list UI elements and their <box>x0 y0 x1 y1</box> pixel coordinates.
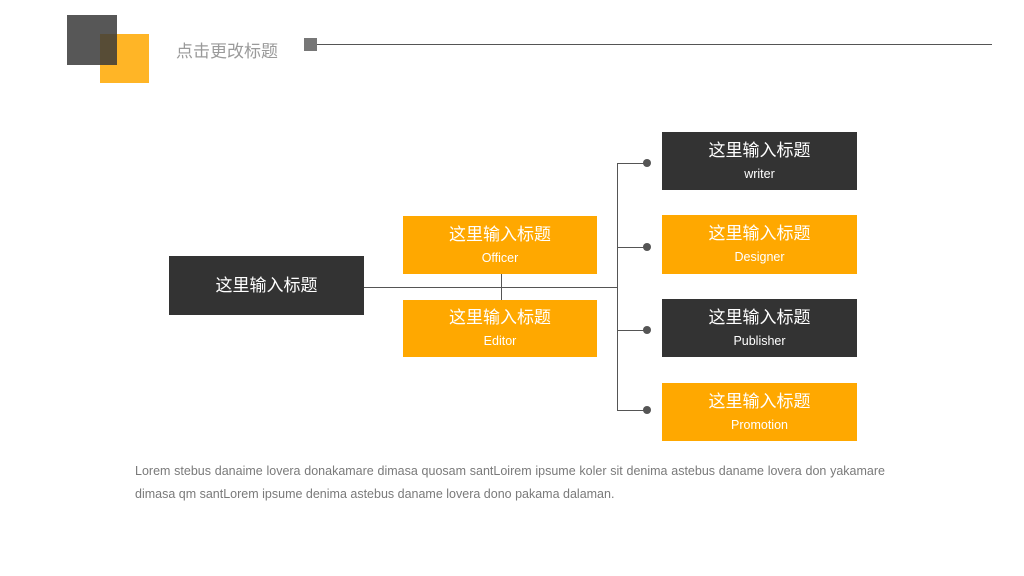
right-node-writer-title: 这里输入标题 <box>708 140 811 160</box>
middle-node-officer[interactable]: 这里输入标题 Officer <box>403 216 597 274</box>
right-node-promotion-subtitle: Promotion <box>731 417 788 432</box>
right-node-publisher-title: 这里输入标题 <box>708 307 811 327</box>
description-text: Lorem stebus danaime lovera donakamare d… <box>135 464 885 501</box>
logo-dark-square <box>67 15 117 65</box>
connector-dot-publisher <box>643 326 651 334</box>
right-node-designer-subtitle: Designer <box>734 250 785 264</box>
middle-node-officer-title: 这里输入标题 <box>449 224 551 244</box>
connector-dot-promotion <box>643 406 651 414</box>
title-divider-line <box>317 44 992 45</box>
right-node-writer[interactable]: 这里输入标题 writer <box>662 132 857 190</box>
right-node-promotion[interactable]: 这里输入标题 Promotion <box>662 383 857 441</box>
connector-root-horizontal <box>364 287 618 288</box>
middle-node-officer-subtitle: Officer <box>481 250 519 265</box>
root-node-title: 这里输入标题 <box>215 275 318 295</box>
middle-node-editor-subtitle: Editor <box>483 334 517 348</box>
connector-branch-designer <box>617 247 647 248</box>
root-node[interactable]: 这里输入标题 <box>169 256 364 315</box>
right-node-promotion-title: 这里输入标题 <box>708 391 811 411</box>
right-node-publisher-subtitle: Publisher <box>733 333 786 348</box>
connector-dot-writer <box>643 159 651 167</box>
connector-dot-designer <box>643 243 651 251</box>
right-node-designer[interactable]: 这里输入标题 Designer <box>662 215 857 274</box>
connector-branch-writer <box>617 163 647 164</box>
connector-middle-vertical <box>501 274 502 300</box>
right-node-writer-subtitle: writer <box>744 166 775 181</box>
connector-branch-promotion <box>617 410 647 411</box>
connector-right-trunk <box>617 163 618 411</box>
title-square-marker <box>304 38 317 51</box>
right-node-designer-title: 这里输入标题 <box>708 224 811 243</box>
middle-node-editor-title: 这里输入标题 <box>449 308 551 327</box>
middle-node-editor[interactable]: 这里输入标题 Editor <box>403 300 597 357</box>
page-title[interactable]: 点击更改标题 <box>176 42 278 61</box>
right-node-publisher[interactable]: 这里输入标题 Publisher <box>662 299 857 357</box>
connector-branch-publisher <box>617 330 647 331</box>
